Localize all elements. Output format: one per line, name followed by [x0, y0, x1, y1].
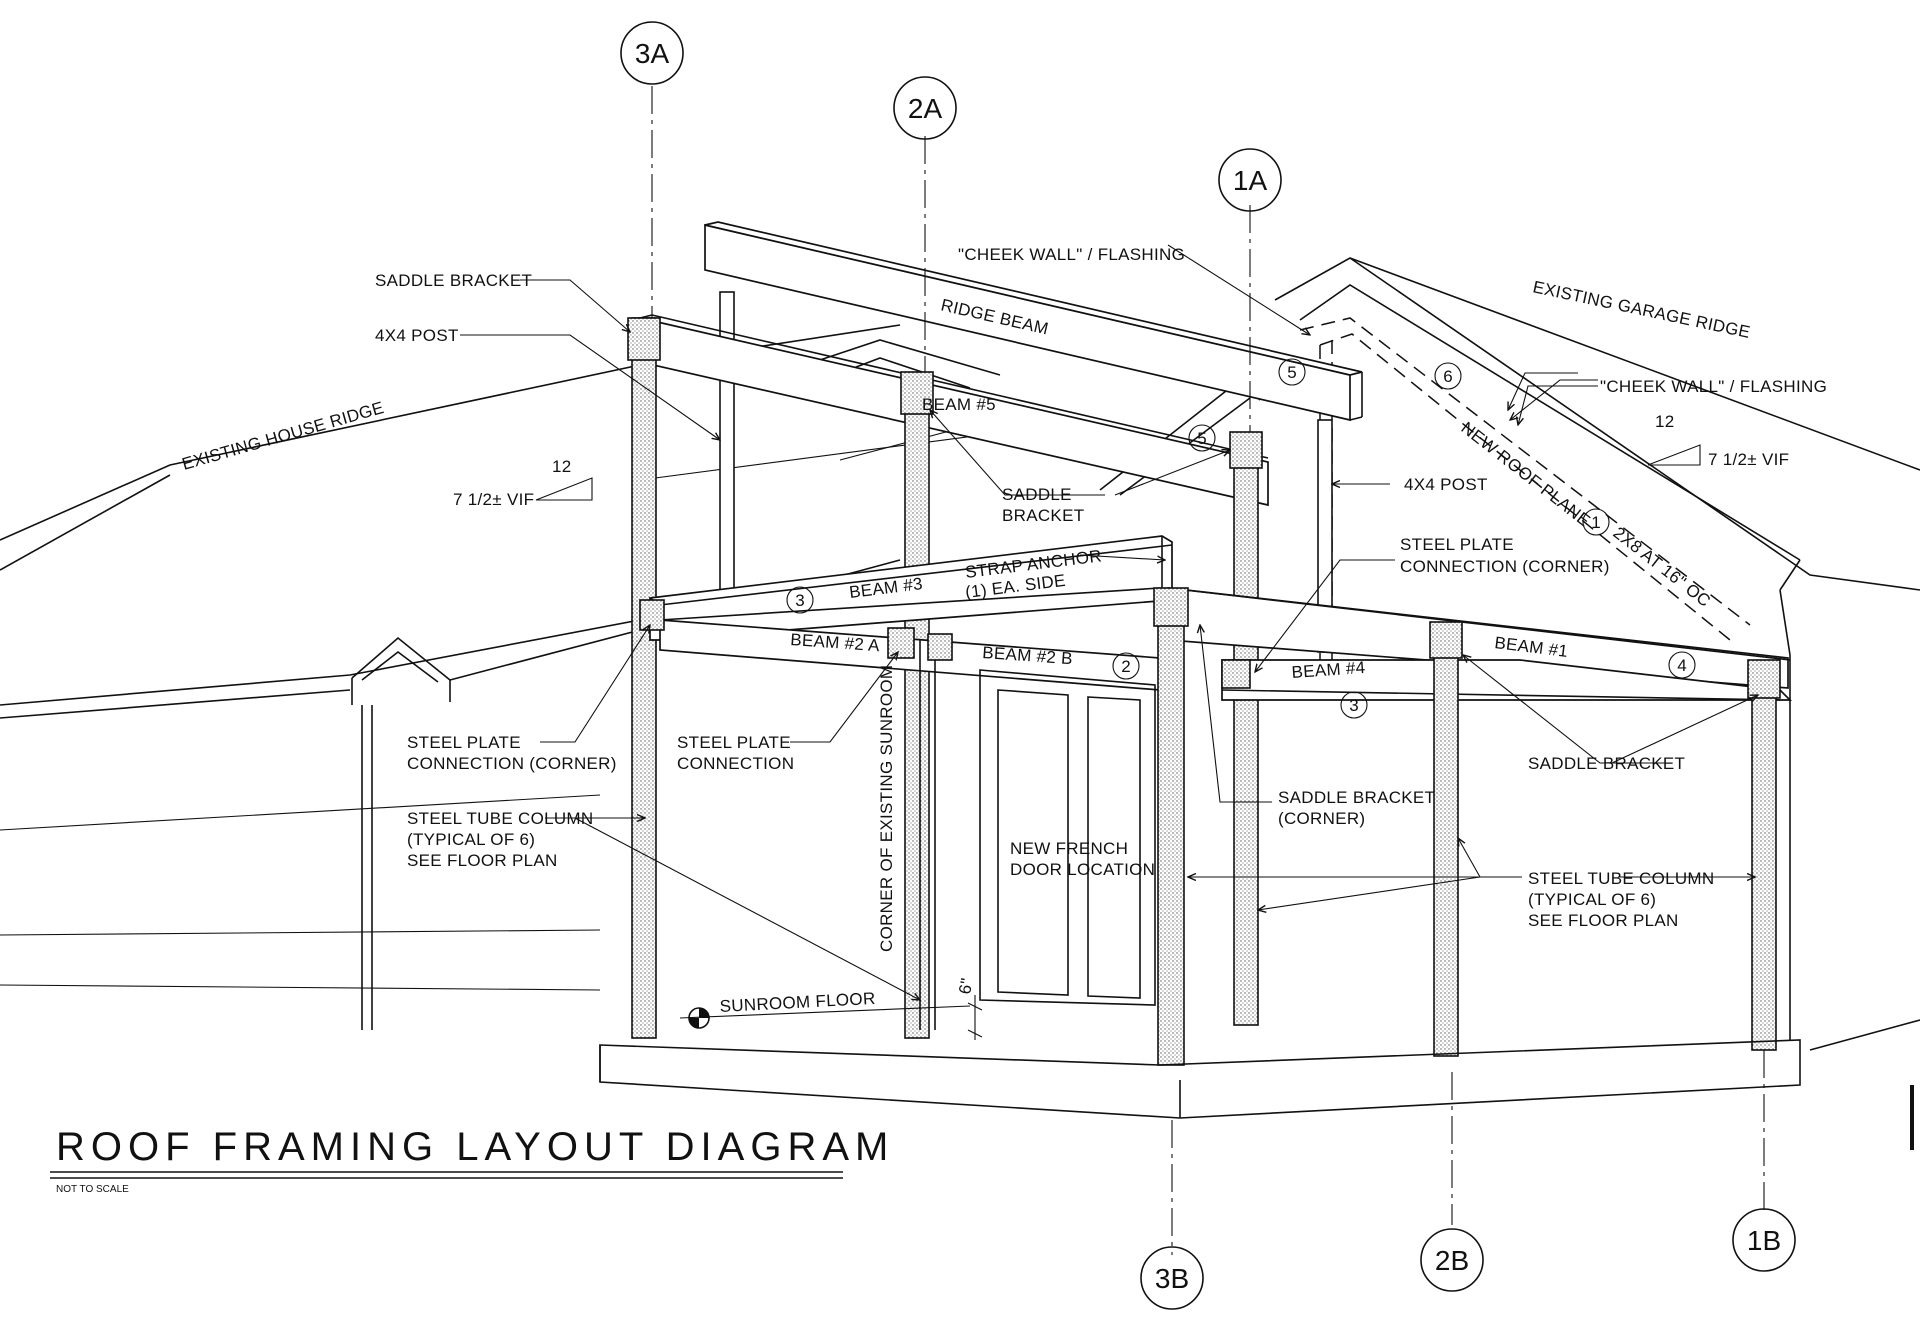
- slab: [599, 1039, 1801, 1119]
- column-3a: [631, 317, 657, 1039]
- svg-text:3A: 3A: [635, 38, 670, 69]
- grid-bubble-2a: 2A: [893, 76, 957, 140]
- label-steel-plate-conn-2: CONNECTION: [677, 754, 794, 773]
- sunroom-floor-datum: [679, 995, 983, 1040]
- column-1b: [1751, 689, 1777, 1051]
- label-existing-garage-ridge: EXISTING GARAGE RIDGE: [1531, 277, 1752, 342]
- label-column-right-2: (TYPICAL OF 6): [1528, 890, 1656, 909]
- label-existing-house-ridge: EXISTING HOUSE RIDGE: [180, 398, 386, 474]
- label-rafters: 2X8 AT 16" OC: [1610, 523, 1715, 611]
- label-saddle-bracket-corner-2: (CORNER): [1278, 809, 1365, 828]
- grid-markers: 3A 2A 1A 3B 2B 1B: [620, 21, 1796, 1310]
- column-1a: [1233, 439, 1259, 1026]
- svg-text:6: 6: [1443, 367, 1452, 386]
- svg-text:7 1/2± VIF: 7 1/2± VIF: [1708, 450, 1789, 469]
- label-beam-5: BEAM #5: [922, 395, 996, 414]
- label-4x4-post-right: 4X4 POST: [1404, 475, 1488, 494]
- grid-bubble-1b: 1B: [1732, 1208, 1796, 1272]
- label-saddle-bracket-mid-2: BRACKET: [1002, 506, 1084, 525]
- tag-3-beam3: 3: [786, 586, 814, 614]
- svg-text:2B: 2B: [1435, 1245, 1469, 1276]
- label-column-left-1: STEEL TUBE COLUMN: [407, 809, 593, 828]
- label-french-door-1: NEW FRENCH: [1010, 839, 1128, 858]
- label-steel-plate-corner-right-2: CONNECTION (CORNER): [1400, 557, 1610, 576]
- rear-columns: [627, 317, 1263, 1039]
- tag-1: 1: [1582, 508, 1610, 536]
- svg-text:1B: 1B: [1747, 1225, 1781, 1256]
- label-saddle-bracket-corner-1: SADDLE BRACKET: [1278, 788, 1435, 807]
- saddle-2b: [1429, 621, 1463, 659]
- label-corner-sunroom: CORNER OF EXISTING SUNROOM: [877, 665, 896, 952]
- svg-text:4: 4: [1677, 656, 1686, 675]
- svg-text:5: 5: [1197, 429, 1206, 448]
- label-column-left-2: (TYPICAL OF 6): [407, 830, 535, 849]
- grid-bubble-1a: 1A: [1218, 148, 1282, 212]
- grid-bubble-3b: 3B: [1140, 1246, 1204, 1310]
- member-tags: 5 6 5 1 3 2 4 3: [786, 358, 1696, 719]
- label-column-right-1: STEEL TUBE COLUMN: [1528, 869, 1714, 888]
- svg-text:3: 3: [795, 591, 804, 610]
- column-2a: [904, 379, 930, 1039]
- label-steel-plate-corner-left-2: CONNECTION (CORNER): [407, 754, 617, 773]
- saddle-3a: [627, 317, 661, 361]
- slope-symbol-right: 12 7 1/2± VIF: [1647, 412, 1789, 469]
- plate-1a-corner: [1221, 659, 1251, 689]
- column-2b: [1433, 627, 1459, 1057]
- svg-text:7 1/2± VIF: 7 1/2± VIF: [453, 490, 534, 509]
- saddle-1b: [1747, 659, 1781, 699]
- diagram-title: ROOF FRAMING LAYOUT DIAGRAM: [56, 1125, 894, 1169]
- svg-text:1A: 1A: [1233, 165, 1268, 196]
- label-steel-plate-corner-left-1: STEEL PLATE: [407, 733, 521, 752]
- label-steel-plate-corner-right-1: STEEL PLATE: [1400, 535, 1514, 554]
- svg-text:3: 3: [1349, 696, 1358, 715]
- slope-symbol-left: 12 7 1/2± VIF: [453, 457, 593, 509]
- label-cheek-wall-right: "CHEEK WALL" / FLASHING: [1600, 377, 1827, 396]
- label-saddle-bracket-mid-1: SADDLE: [1002, 485, 1072, 504]
- grid-bubble-3a: 3A: [620, 21, 684, 85]
- plate-2a: [887, 627, 915, 659]
- svg-text:1: 1: [1591, 513, 1600, 532]
- tag-5-ridge: 5: [1278, 358, 1306, 386]
- svg-text:3B: 3B: [1155, 1263, 1189, 1294]
- column-3b: [1157, 589, 1185, 1066]
- label-cheek-wall-left: "CHEEK WALL" / FLASHING: [958, 245, 1185, 264]
- svg-text:2: 2: [1121, 657, 1130, 676]
- label-steel-plate-conn-1: STEEL PLATE: [677, 733, 791, 752]
- front-columns: [639, 587, 1781, 1066]
- diagram-subtitle: NOT TO SCALE: [56, 1184, 129, 1195]
- label-saddle-bracket-top: SADDLE BRACKET: [375, 271, 532, 290]
- plate-3a-corner: [639, 599, 665, 631]
- saddle-3b: [1153, 587, 1189, 627]
- label-saddle-bracket-right: SADDLE BRACKET: [1528, 754, 1685, 773]
- grid-bubble-2b: 2B: [1420, 1228, 1484, 1292]
- saddle-2a: [900, 371, 934, 415]
- label-sunroom-floor: SUNROOM FLOOR: [719, 989, 876, 1016]
- label-4x4-post-left: 4X4 POST: [375, 326, 459, 345]
- label-dim-6: 6": [955, 977, 977, 996]
- existing-garage: [1274, 257, 1920, 1150]
- label-column-left-3: SEE FLOOR PLAN: [407, 851, 558, 870]
- svg-text:2A: 2A: [908, 93, 943, 124]
- label-french-door-2: DOOR LOCATION: [1010, 860, 1155, 879]
- french-door: [919, 640, 1156, 1030]
- leader-lines: [460, 244, 1758, 1000]
- svg-text:12: 12: [1655, 412, 1675, 431]
- svg-text:5: 5: [1287, 363, 1296, 382]
- tag-2: 2: [1112, 652, 1140, 680]
- tag-3-beam4: 3: [1340, 691, 1368, 719]
- saddle-1a: [1229, 431, 1263, 469]
- svg-text:12: 12: [552, 457, 572, 476]
- tag-4: 4: [1668, 651, 1696, 679]
- annotation-labels: SADDLE BRACKET 4X4 POST EXISTING HOUSE R…: [180, 245, 1827, 1016]
- plate-2b: [927, 633, 953, 661]
- tag-5-beam: 5: [1188, 424, 1216, 452]
- label-column-right-3: SEE FLOOR PLAN: [1528, 911, 1679, 930]
- title-block: ROOF FRAMING LAYOUT DIAGRAM NOT TO SCALE: [50, 1125, 894, 1195]
- tag-6: 6: [1434, 362, 1462, 390]
